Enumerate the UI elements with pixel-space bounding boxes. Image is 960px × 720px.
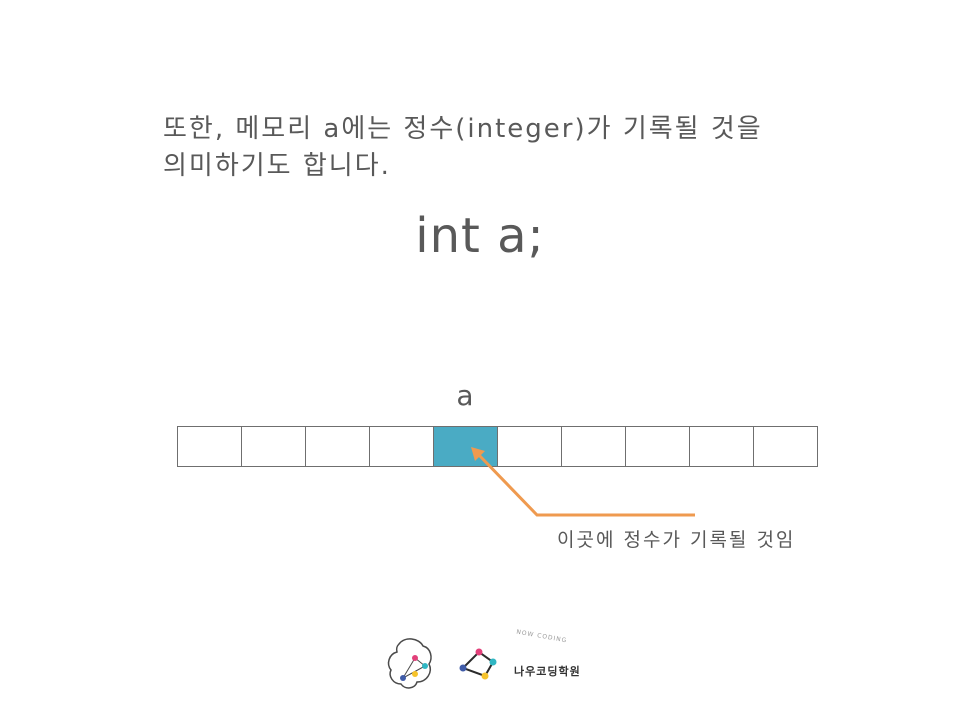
brain-logo-icon	[387, 638, 432, 689]
brand-name: 나우코딩학원	[514, 665, 581, 678]
memory-cell	[178, 427, 242, 467]
memory-cell-highlighted	[434, 427, 498, 467]
memory-cell	[242, 427, 306, 467]
description-line-2: 의미하기도 합니다.	[163, 151, 391, 181]
footer-logos	[385, 634, 615, 694]
memory-cell	[626, 427, 690, 467]
memory-cell	[754, 427, 818, 467]
slide-description: 또한, 메모리 a에는 정수(integer)가 기록될 것을 의미하기도 합니…	[163, 111, 863, 185]
memory-cells	[177, 426, 818, 467]
memory-cell	[370, 427, 434, 467]
memory-cell	[498, 427, 562, 467]
code-declaration: int a;	[415, 208, 545, 264]
memory-cell-label: a	[456, 379, 474, 412]
memory-cell	[562, 427, 626, 467]
memory-cell	[690, 427, 754, 467]
description-line-1: 또한, 메모리 a에는 정수(integer)가 기록될 것을	[163, 114, 763, 144]
memory-cell	[306, 427, 370, 467]
annotation-label: 이곳에 정수가 기록될 것임	[557, 529, 796, 551]
network-logo-icon	[459, 648, 497, 680]
